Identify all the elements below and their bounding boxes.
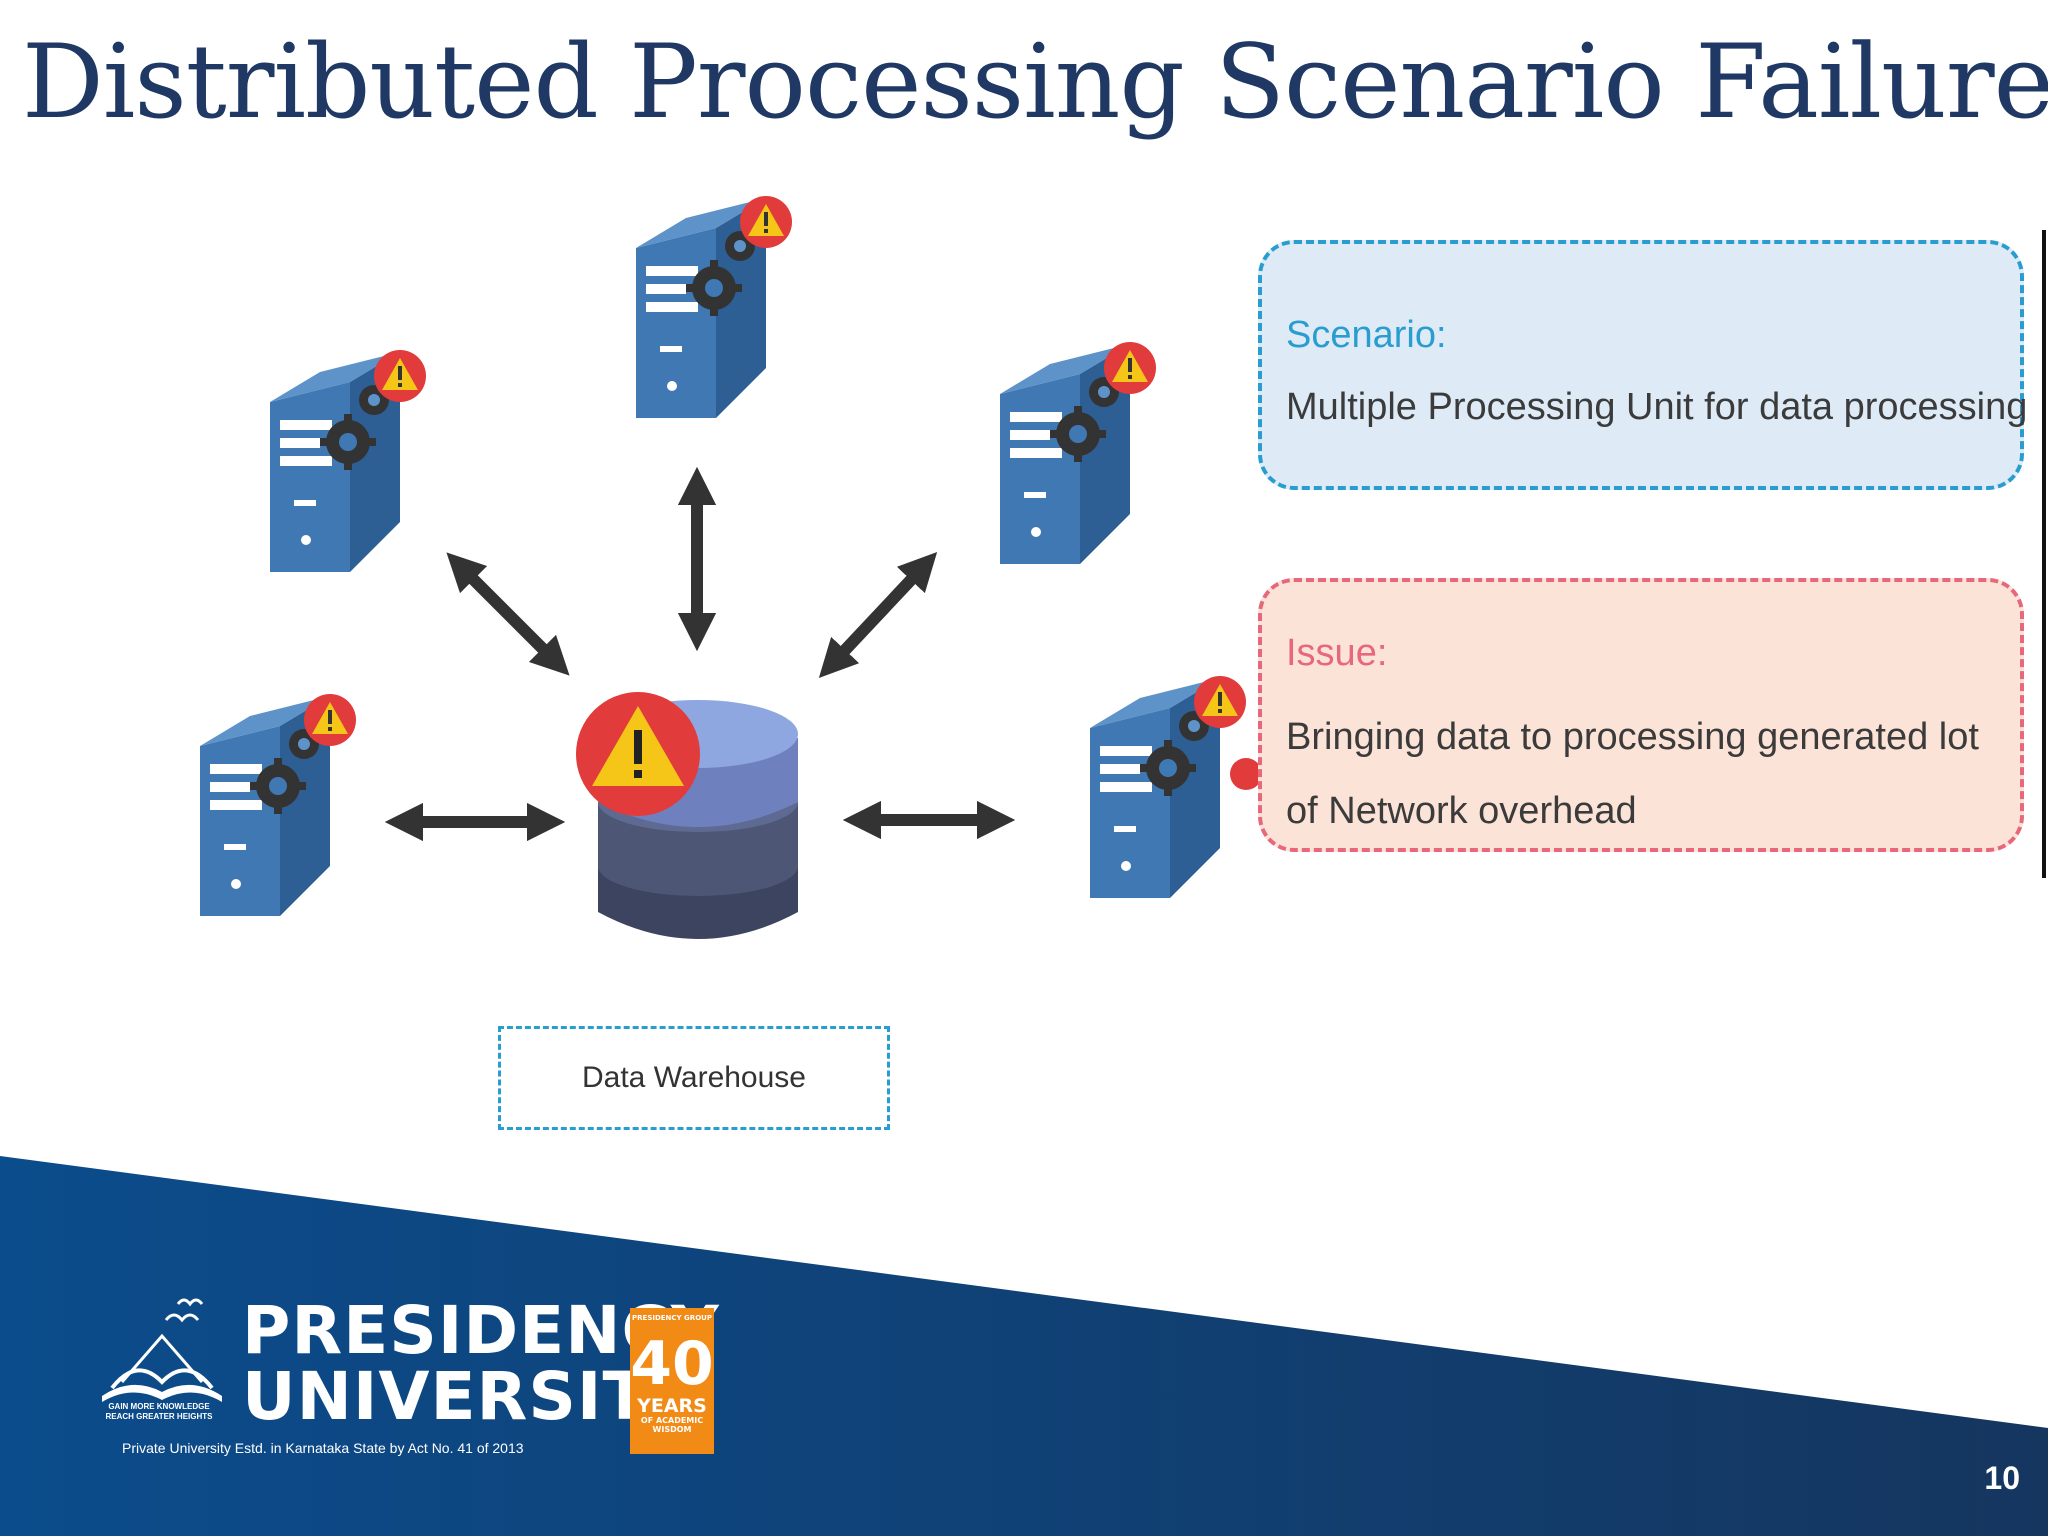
edge-divider: [2042, 230, 2046, 878]
page-number: 10: [1984, 1460, 2020, 1496]
database-warning-icon: [576, 692, 700, 816]
connection-arrows: [384, 466, 1016, 842]
university-logo: GAIN MORE KNOWLEDGE REACH GREATER HEIGHT…: [92, 1290, 732, 1460]
university-name-line2: UNIVERSITY: [242, 1358, 698, 1435]
university-motto: GAIN MORE KNOWLEDGE REACH GREATER HEIGHT…: [105, 1402, 213, 1421]
scenario-heading: Scenario:: [1286, 314, 1447, 356]
data-warehouse-label: Data Warehouse: [498, 1026, 890, 1130]
issue-text: Bringing data to processing generated lo…: [1286, 716, 1979, 832]
arrow-top-left: [446, 552, 570, 676]
badge-subtitle: OF ACADEMIC WISDOM: [640, 1416, 704, 1434]
issue-heading: Issue:: [1286, 632, 1388, 674]
badge-top: PRESIDENCY GROUP: [632, 1314, 712, 1322]
issue-box: Issue: Bringing data to processing gener…: [1258, 578, 2024, 852]
badge-number: 40: [630, 1329, 714, 1399]
scenario-text: Multiple Processing Unit for data proces…: [1286, 386, 2028, 428]
scenario-box: Scenario: Multiple Processing Unit for d…: [1258, 240, 2028, 490]
arrow-top-right: [818, 552, 938, 678]
badge-years: YEARS: [637, 1395, 707, 1417]
university-established: Private University Estd. in Karnataka St…: [122, 1440, 524, 1456]
warning-fragment-icon: [1230, 758, 1262, 790]
anniversary-badge: PRESIDENCY GROUP 40 YEARS OF ACADEMIC WI…: [630, 1308, 714, 1454]
slide-title: Distributed Processing Scenario Failure: [22, 23, 2048, 142]
book-birds-icon: [102, 1298, 222, 1402]
